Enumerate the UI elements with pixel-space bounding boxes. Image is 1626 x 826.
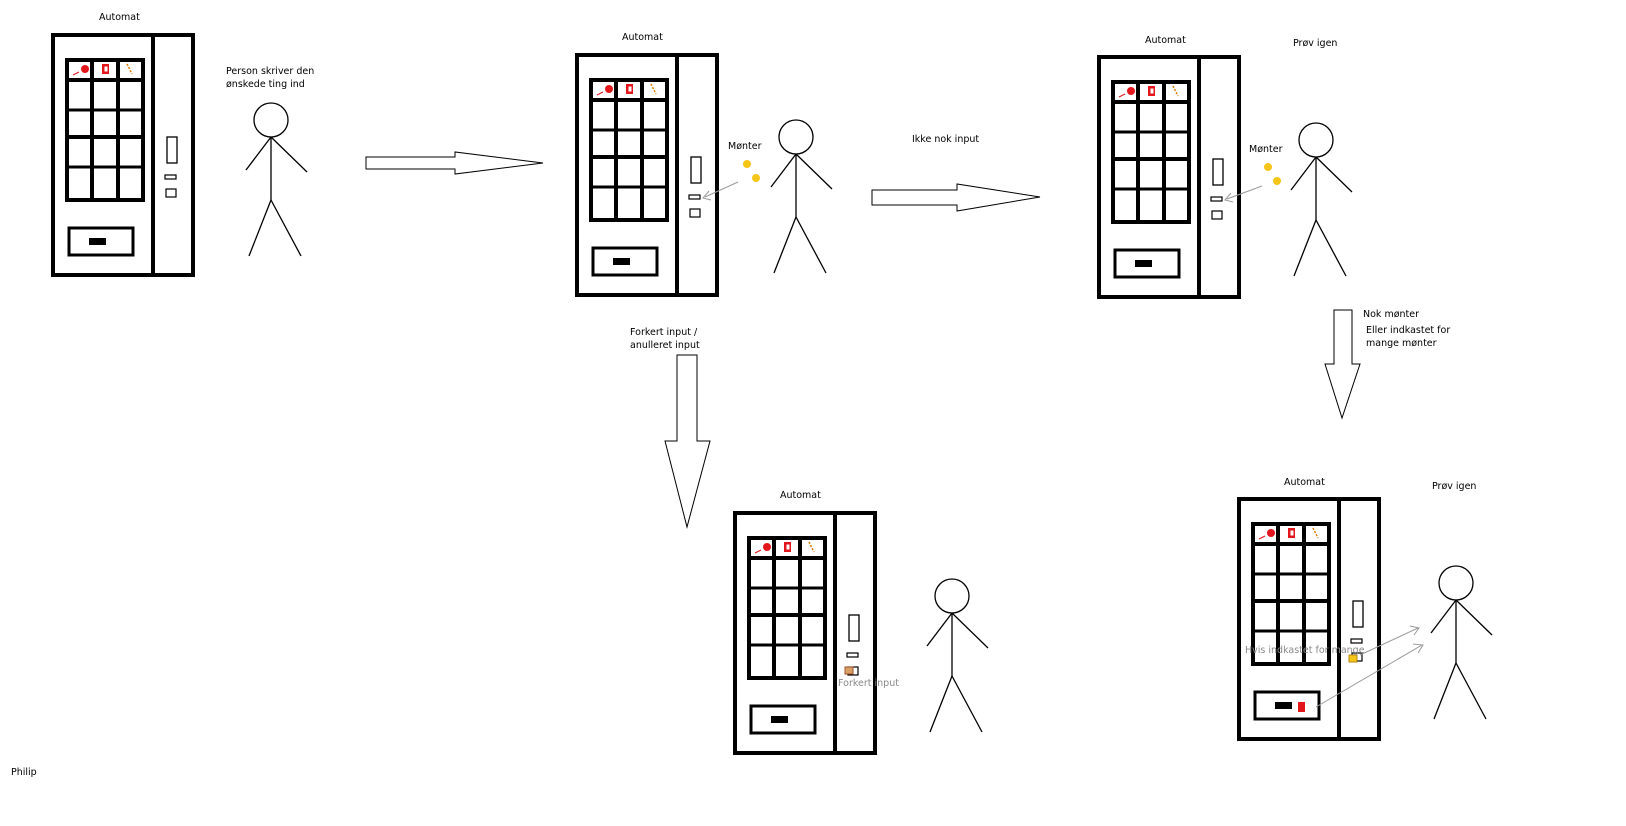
dispensed-can-icon: [1298, 702, 1305, 712]
machine-1-title: Automat: [99, 12, 140, 23]
overpaid-label: Hvis indkastet for mange: [1245, 645, 1365, 656]
vending-machine-4: Automat: [733, 490, 877, 755]
arrow-down-right: [1324, 309, 1361, 420]
wrong-input-label: Forkert input / anulleret input: [630, 327, 700, 351]
vending-machine-1: Automat: [51, 12, 195, 277]
machine-5-title: Automat: [1284, 477, 1325, 488]
coin-icon: [1273, 177, 1281, 185]
arrow-down-left: [664, 354, 711, 529]
machine-2-title: Automat: [622, 32, 663, 43]
vending-machine-2: Automat: [575, 32, 719, 297]
not-enough-input-label: Ikke nok input: [912, 134, 979, 145]
person-writes-label: Person skriver den ønskede ting ind: [226, 66, 317, 90]
stick-figure-4: [926, 578, 989, 733]
arrow-right-1: [365, 151, 544, 175]
coin-icon: [1264, 163, 1272, 171]
coin-icon: [752, 174, 760, 182]
stick-figure-1: [245, 102, 308, 257]
coin-icon-group-3: [1224, 163, 1281, 203]
vending-machine-3: Automat: [1097, 35, 1241, 299]
wrong-input-return-label: Forkert input: [838, 678, 899, 689]
author-label: Philip: [11, 767, 37, 778]
stick-figure-5: [1430, 565, 1493, 720]
machine-4-title: Automat: [780, 490, 821, 501]
coins-label-3: Mønter: [1249, 144, 1283, 155]
stick-figure-3: [1290, 122, 1353, 277]
returned-coin-icon: [844, 666, 854, 675]
coin-icon-group-2: [702, 160, 760, 201]
change-coin-icon: [1348, 654, 1358, 663]
gray-arrows-machine-5: [1315, 625, 1424, 708]
vending-machine-5: Automat: [1237, 477, 1381, 741]
try-again-label-1: Prøv igen: [1293, 38, 1337, 49]
coins-label-2: Mønter: [728, 141, 762, 152]
coin-icon: [743, 160, 751, 168]
try-again-label-2: Prøv igen: [1432, 481, 1476, 492]
machine-3-title: Automat: [1145, 35, 1186, 46]
arrow-right-2: [871, 183, 1041, 212]
stick-figure-2: [770, 119, 833, 274]
enough-coins-label: Nok mønter Eller indkastet for mange møn…: [1363, 309, 1453, 349]
